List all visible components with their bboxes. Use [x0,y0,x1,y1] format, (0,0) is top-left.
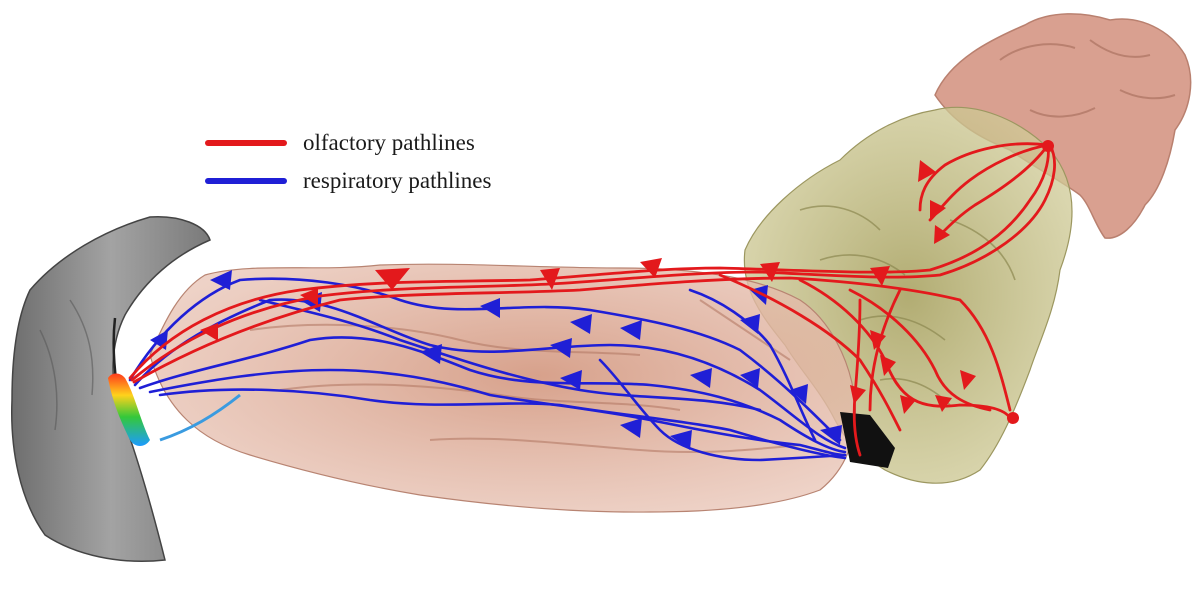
legend: olfactory pathlines respiratory pathline… [205,124,491,200]
legend-swatch-respiratory [205,178,287,184]
nasal-cavity-tissue [150,264,855,512]
legend-label-olfactory: olfactory pathlines [303,130,475,156]
legend-item-respiratory: respiratory pathlines [205,162,491,200]
legend-swatch-olfactory [205,140,287,146]
legend-item-olfactory: olfactory pathlines [205,124,491,162]
legend-label-respiratory: respiratory pathlines [303,168,491,194]
